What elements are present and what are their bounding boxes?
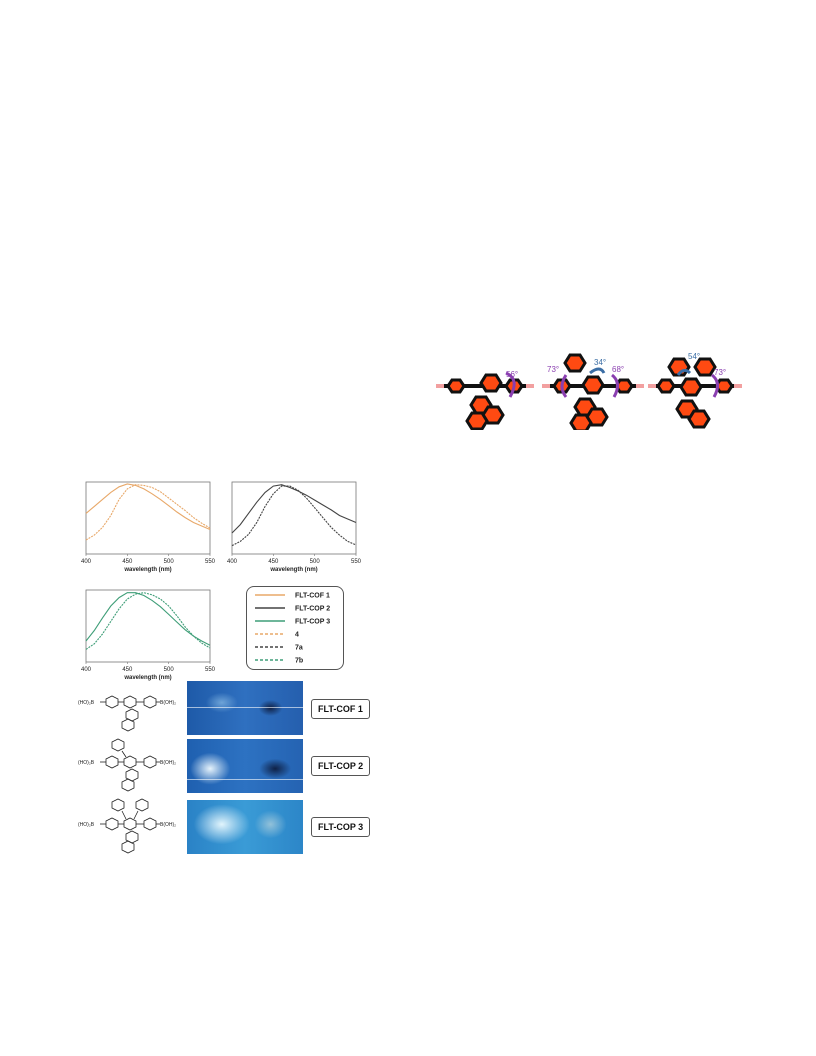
- plot-frame: [85, 481, 211, 555]
- uv-photo-flt-cop-2: [187, 739, 303, 793]
- right-group: B(OH)₂: [160, 700, 176, 706]
- legend-entries: FLT-COF 1 FLT-COP 2 FLT-COP 3 4 7a 7b: [255, 593, 330, 665]
- x-tick-label: 450: [122, 667, 133, 673]
- x-tick-label: 500: [164, 667, 175, 673]
- angle-label: 54°: [688, 352, 700, 361]
- legend-label: 7b: [295, 658, 303, 665]
- series-line: [85, 592, 211, 650]
- series-line: [231, 485, 357, 547]
- spectrum-chart-flt-cof-1: 400 450 500 550 wavelength (nm): [81, 481, 216, 573]
- x-tick-label: 450: [268, 559, 279, 565]
- left-group: (HO)₂B: [78, 700, 95, 706]
- x-axis-label: wavelength (nm): [269, 567, 317, 573]
- molecule-flt-cop-2: 73° 34° 68°: [542, 353, 644, 430]
- x-tick-label: 500: [310, 559, 321, 565]
- structure-flt-cop-2-monomer: (HO)₂B B(OH)₂: [78, 738, 176, 792]
- molecule-flt-cof-1: 56°: [436, 370, 534, 430]
- plot-frame: [231, 481, 357, 555]
- legend-label: FLT-COP 3: [295, 619, 330, 626]
- left-group: (HO)₂B: [78, 822, 95, 828]
- uv-photo-flt-cop-3: [187, 800, 303, 854]
- legend-label: FLT-COP 2: [295, 606, 330, 613]
- x-tick-label: 400: [81, 559, 92, 565]
- right-group: B(OH)₂: [160, 760, 176, 766]
- spectrum-chart-flt-cop-3: 400 450 500 550 wavelength (nm): [81, 589, 216, 681]
- x-axis-label: wavelength (nm): [123, 567, 171, 573]
- series-line: [85, 484, 211, 541]
- x-tick-label: 500: [164, 559, 175, 565]
- x-tick-label: 550: [205, 559, 216, 565]
- uv-photo-flt-cof-1: [187, 681, 303, 735]
- legend-label: 7a: [295, 645, 303, 652]
- x-tick-label: 550: [205, 667, 216, 673]
- plot-frame: [85, 589, 211, 663]
- spectrum-chart-flt-cop-2: 400 450 500 550 wavelength (nm): [227, 481, 362, 573]
- structure-flt-cof-1-monomer: (HO)₂B B(OH)₂: [78, 695, 176, 732]
- angle-label: 68°: [612, 365, 624, 374]
- spectra-legend: FLT-COF 1 FLT-COP 2 FLT-COP 3 4 7a 7b: [246, 586, 344, 670]
- angle-label: 73°: [714, 368, 726, 377]
- right-group: B(OH)₂: [160, 822, 176, 828]
- x-tick-label: 550: [351, 559, 362, 565]
- structure-label: FLT-COP 3: [311, 817, 371, 837]
- x-tick-label: 450: [122, 559, 133, 565]
- angle-label: 73°: [547, 365, 559, 374]
- legend-label: FLT-COF 1: [295, 593, 330, 600]
- x-axis-label: wavelength (nm): [123, 675, 171, 681]
- left-group: (HO)₂B: [78, 760, 95, 766]
- series-line: [231, 484, 357, 534]
- x-tick-label: 400: [227, 559, 238, 565]
- x-tick-label: 400: [81, 667, 92, 673]
- molecule-flt-cop-3: 54° 73°: [648, 352, 742, 429]
- legend-label: 4: [295, 632, 299, 639]
- torsion-angle-figure: 56° 73° 34° 68°: [436, 352, 742, 430]
- series-line: [85, 483, 211, 531]
- angle-label: 34°: [594, 358, 606, 367]
- angle-label: 56°: [506, 370, 518, 379]
- structure-label: FLT-COF 1: [311, 699, 370, 719]
- series-line: [85, 592, 211, 646]
- structure-flt-cop-3-monomer: (HO)₂B B(OH)₂: [78, 798, 176, 854]
- structure-label: FLT-COP 2: [311, 756, 371, 776]
